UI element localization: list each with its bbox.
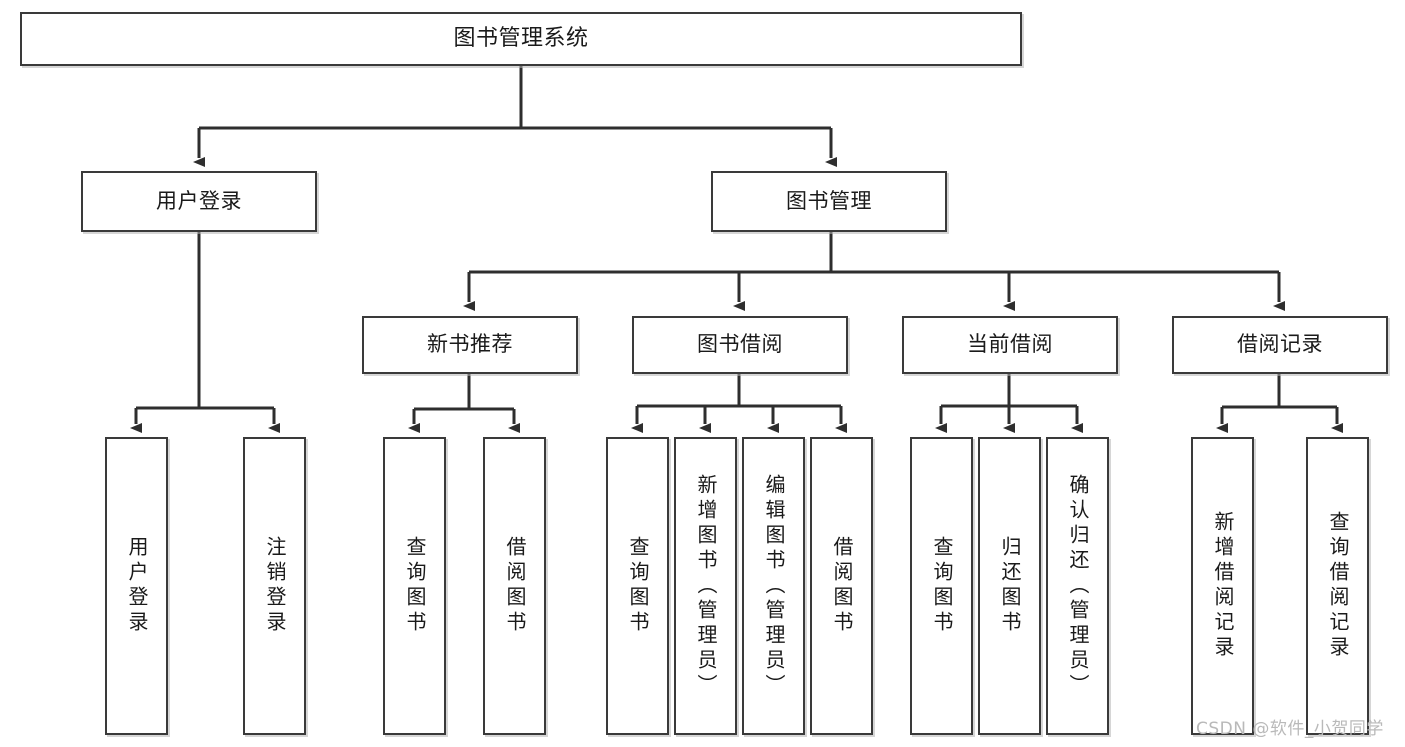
node-leaf-add-book[interactable]: 新增图书（管理员） [674, 437, 737, 735]
node-leaf-confirm-return[interactable]: 确认归还（管理员） [1046, 437, 1109, 735]
node-leaf-query-book-1[interactable]: 查询图书 [383, 437, 446, 735]
node-leaf-borrow-book-1[interactable]: 借阅图书 [483, 437, 546, 735]
node-current-borrow[interactable]: 当前借阅 [902, 316, 1118, 374]
node-new-book-recommend[interactable]: 新书推荐 [362, 316, 578, 374]
node-book-borrow[interactable]: 图书借阅 [632, 316, 848, 374]
node-leaf-query-book-3[interactable]: 查询图书 [910, 437, 973, 735]
node-leaf-edit-book[interactable]: 编辑图书（管理员） [742, 437, 805, 735]
node-root[interactable]: 图书管理系统 [20, 12, 1022, 66]
node-leaf-borrow-book-2[interactable]: 借阅图书 [810, 437, 873, 735]
node-leaf-return-book[interactable]: 归还图书 [978, 437, 1041, 735]
node-leaf-user-logout[interactable]: 注销登录 [243, 437, 306, 735]
node-book-management[interactable]: 图书管理 [711, 171, 947, 232]
node-borrow-record[interactable]: 借阅记录 [1172, 316, 1388, 374]
node-leaf-query-record[interactable]: 查询借阅记录 [1306, 437, 1369, 735]
node-leaf-query-book-2[interactable]: 查询图书 [606, 437, 669, 735]
node-leaf-user-login[interactable]: 用户登录 [105, 437, 168, 735]
node-user-login[interactable]: 用户登录 [81, 171, 317, 232]
node-leaf-add-record[interactable]: 新增借阅记录 [1191, 437, 1254, 735]
